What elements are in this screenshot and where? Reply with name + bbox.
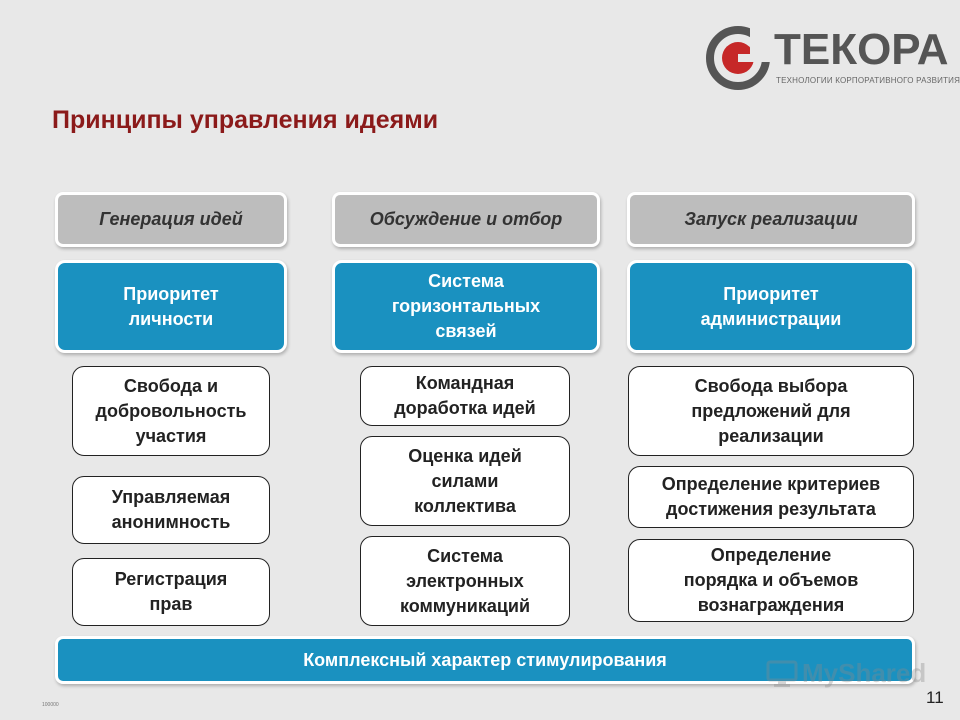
principle-text: Определение порядка и объемов вознагражд…: [683, 545, 859, 615]
priority-text: Приоритет администрации: [700, 283, 842, 329]
priority-text: Система горизонтальных связей: [391, 271, 541, 341]
principle-item: Определение порядка и объемов вознагражд…: [628, 539, 914, 622]
page-title: Принципы управления идеями: [52, 106, 439, 134]
priority-text: Приоритет личности: [123, 283, 219, 329]
logo-tagline: ТЕХНОЛОГИИ КОРПОРАТИВНОГО РАЗВИТИЯ: [776, 76, 960, 85]
principle-item: Командная доработка идей: [360, 366, 570, 426]
principle-text: Регистрация прав: [114, 569, 228, 614]
watermark: MyShared: [766, 656, 926, 692]
principle-text: Определение критериев достижения результ…: [661, 474, 881, 519]
priority-box-generation: Приоритет личности: [55, 260, 287, 353]
principle-item: Оценка идей силами коллектива: [360, 436, 570, 526]
column-header-discussion: Обсуждение и отбор: [332, 192, 600, 247]
principle-item: Регистрация прав: [72, 558, 270, 626]
principle-text: Система электронных коммуникаций: [399, 545, 531, 616]
column-header-generation: Генерация идей: [55, 192, 287, 247]
page-number: 11: [926, 688, 944, 707]
watermark-text: MyShared: [802, 658, 927, 688]
principle-text: Свобода выбора предложений для реализаци…: [691, 375, 851, 446]
priority-box-discussion: Система горизонтальных связей: [332, 260, 600, 353]
logo-mark-icon: [706, 26, 772, 90]
logo-name: ТЕКОРА: [774, 25, 949, 74]
watermark-icon: [766, 660, 798, 687]
principle-item: Свобода и добровольность участия: [72, 366, 270, 456]
principle-item: Свобода выбора предложений для реализаци…: [628, 366, 914, 456]
principle-item: Управляемая анонимность: [72, 476, 270, 544]
column-header-launch: Запуск реализации: [627, 192, 915, 247]
principle-text: Оценка идей силами коллектива: [408, 445, 522, 516]
principle-text: Командная доработка идей: [394, 373, 536, 418]
principle-text: Свобода и добровольность участия: [95, 375, 247, 446]
principle-text: Управляемая анонимность: [111, 487, 231, 532]
principle-item: Определение критериев достижения результ…: [628, 466, 914, 528]
doc-code: 100000: [42, 702, 59, 708]
priority-box-launch: Приоритет администрации: [627, 260, 915, 353]
principle-item: Система электронных коммуникаций: [360, 536, 570, 626]
tekora-logo: ТЕКОРА ТЕХНОЛОГИИ КОРПОРАТИВНОГО РАЗВИТИ…: [704, 24, 960, 94]
footer-banner: Комплексный характер стимулирования: [55, 636, 915, 684]
